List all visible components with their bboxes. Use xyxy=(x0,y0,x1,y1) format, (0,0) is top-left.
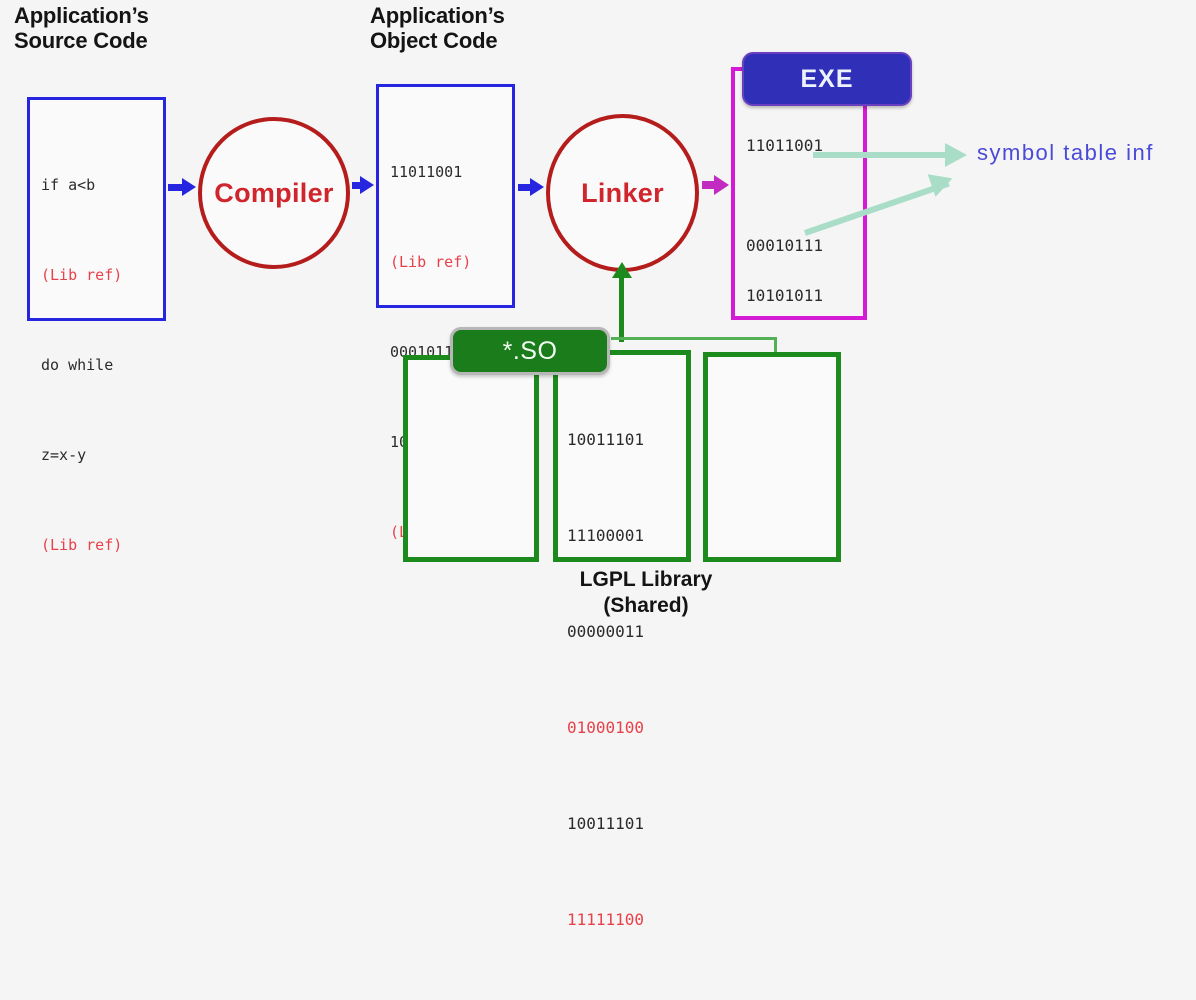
code-line: 10011101 xyxy=(567,814,645,833)
code-line-lib-ref: (Lib ref) xyxy=(41,266,123,284)
lgpl-box-middle xyxy=(553,350,691,562)
code-line: do while xyxy=(41,356,114,374)
compiler-node: Compiler xyxy=(198,117,350,269)
linker-label: Linker xyxy=(581,177,664,208)
linker-node: Linker xyxy=(546,114,699,272)
code-line: 10101011 xyxy=(746,286,824,305)
code-line-highlighted: 11111100 xyxy=(567,910,645,929)
source-code-lines: if a<b (Lib ref) do while z=x-y (Lib ref… xyxy=(41,110,122,620)
code-line: 00000011 xyxy=(567,622,645,641)
code-line-lib-ref: (Lib ref) xyxy=(41,536,123,554)
compiler-label: Compiler xyxy=(214,177,334,208)
code-line: 10011101 xyxy=(567,430,645,449)
exe-badge[interactable]: EXE xyxy=(742,52,912,106)
diagram-canvas: Application’s Source Code Application’s … xyxy=(14,3,1154,929)
code-line: z=x-y xyxy=(41,446,87,464)
code-line: 11011001 xyxy=(390,163,463,181)
heading-application-source-code: Application’s Source Code xyxy=(14,3,149,53)
code-line-lib-ref: (Lib ref) xyxy=(390,253,472,271)
object-code-box: 11011001 (Lib ref) 00010111 10101011 (Li… xyxy=(376,84,515,541)
exe-badge-label: EXE xyxy=(800,64,854,93)
code-line: 11011001 xyxy=(746,136,824,155)
code-line-blank xyxy=(746,183,823,208)
lgpl-box-left xyxy=(403,355,539,562)
lgpl-binary-lines: 10011101 11100001 00000011 01000100 1001… xyxy=(567,360,644,1000)
lgpl-caption: LGPL Library (Shared) xyxy=(579,568,713,617)
exe-binary-lines: 11011001 00010111 10101011 xyxy=(746,108,823,333)
code-line: 11100001 xyxy=(567,526,645,545)
lgpl-box-right xyxy=(703,352,841,562)
code-line: if a<b xyxy=(41,176,96,194)
so-badge[interactable]: *.SO xyxy=(450,327,610,375)
heading-application-object-code: Application’s Object Code xyxy=(370,3,505,53)
so-badge-label: *.SO xyxy=(502,336,558,365)
code-line-highlighted: 01000100 xyxy=(567,718,645,737)
code-line: 00010111 xyxy=(746,236,824,255)
source-code-box: if a<b (Lib ref) do while z=x-y (Lib ref… xyxy=(27,97,166,554)
symbol-table-label: symbol table inf xyxy=(977,140,1154,165)
